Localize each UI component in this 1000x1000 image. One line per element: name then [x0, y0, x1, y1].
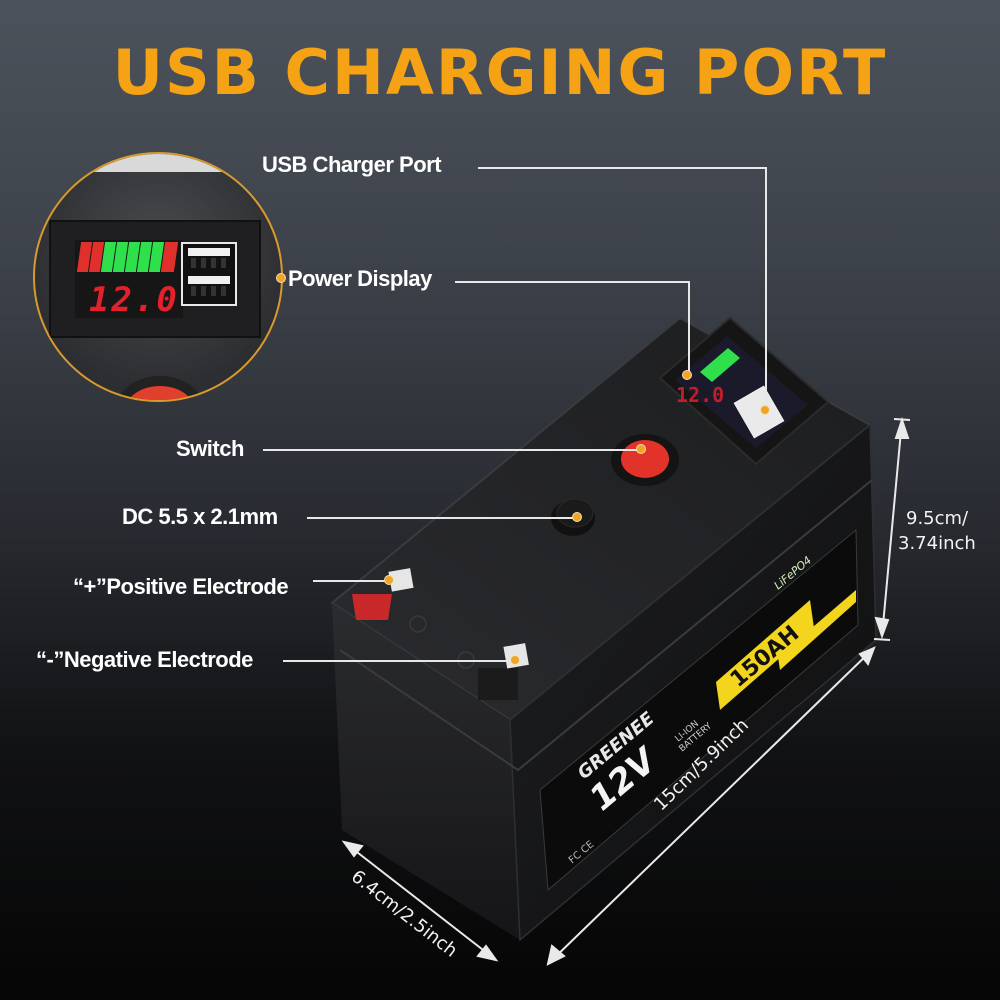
- callout-positive-electrode: “+”Positive Electrode: [73, 574, 289, 599]
- display-zoom-inset: 12.0: [33, 152, 283, 402]
- leader-line: [765, 167, 767, 410]
- svg-text:12.0: 12.0: [676, 383, 724, 407]
- usb-slot: [188, 276, 230, 284]
- callout-dot: [572, 512, 582, 522]
- voltage-readout: 12.0: [89, 280, 179, 320]
- callout-usb-charger-port: USB Charger Port: [262, 152, 442, 177]
- callout-dot: [510, 655, 520, 665]
- callout-dot: [276, 273, 286, 283]
- usb-pins: [191, 286, 227, 296]
- callout-power-display: Power Display: [288, 266, 432, 291]
- leader-line: [313, 580, 387, 582]
- dimension-height-cm: 9.5cm/: [906, 508, 969, 529]
- leader-line: [478, 167, 766, 169]
- page-title: USB CHARGING PORT: [112, 36, 888, 109]
- callout-switch: Switch: [176, 436, 244, 461]
- callout-dc-port: DC 5.5 x 2.1mm: [122, 504, 278, 529]
- leader-line: [688, 281, 690, 373]
- inset-highlight: [75, 154, 245, 172]
- leader-line: [307, 517, 575, 519]
- display-screen: 12.0: [75, 240, 183, 320]
- leader-line: [455, 281, 689, 283]
- callout-dot: [760, 405, 770, 415]
- dimension-height-inch: 3.74inch: [898, 533, 976, 554]
- usb-slot: [188, 248, 230, 256]
- callout-negative-electrode: “-”Negative Electrode: [36, 647, 253, 672]
- usb-pins: [191, 258, 227, 268]
- callout-dot: [384, 575, 394, 585]
- usb-port-pair: [181, 242, 237, 306]
- callout-dot: [682, 370, 692, 380]
- leader-line: [263, 449, 641, 451]
- callout-dot: [636, 444, 646, 454]
- leader-line: [283, 660, 513, 662]
